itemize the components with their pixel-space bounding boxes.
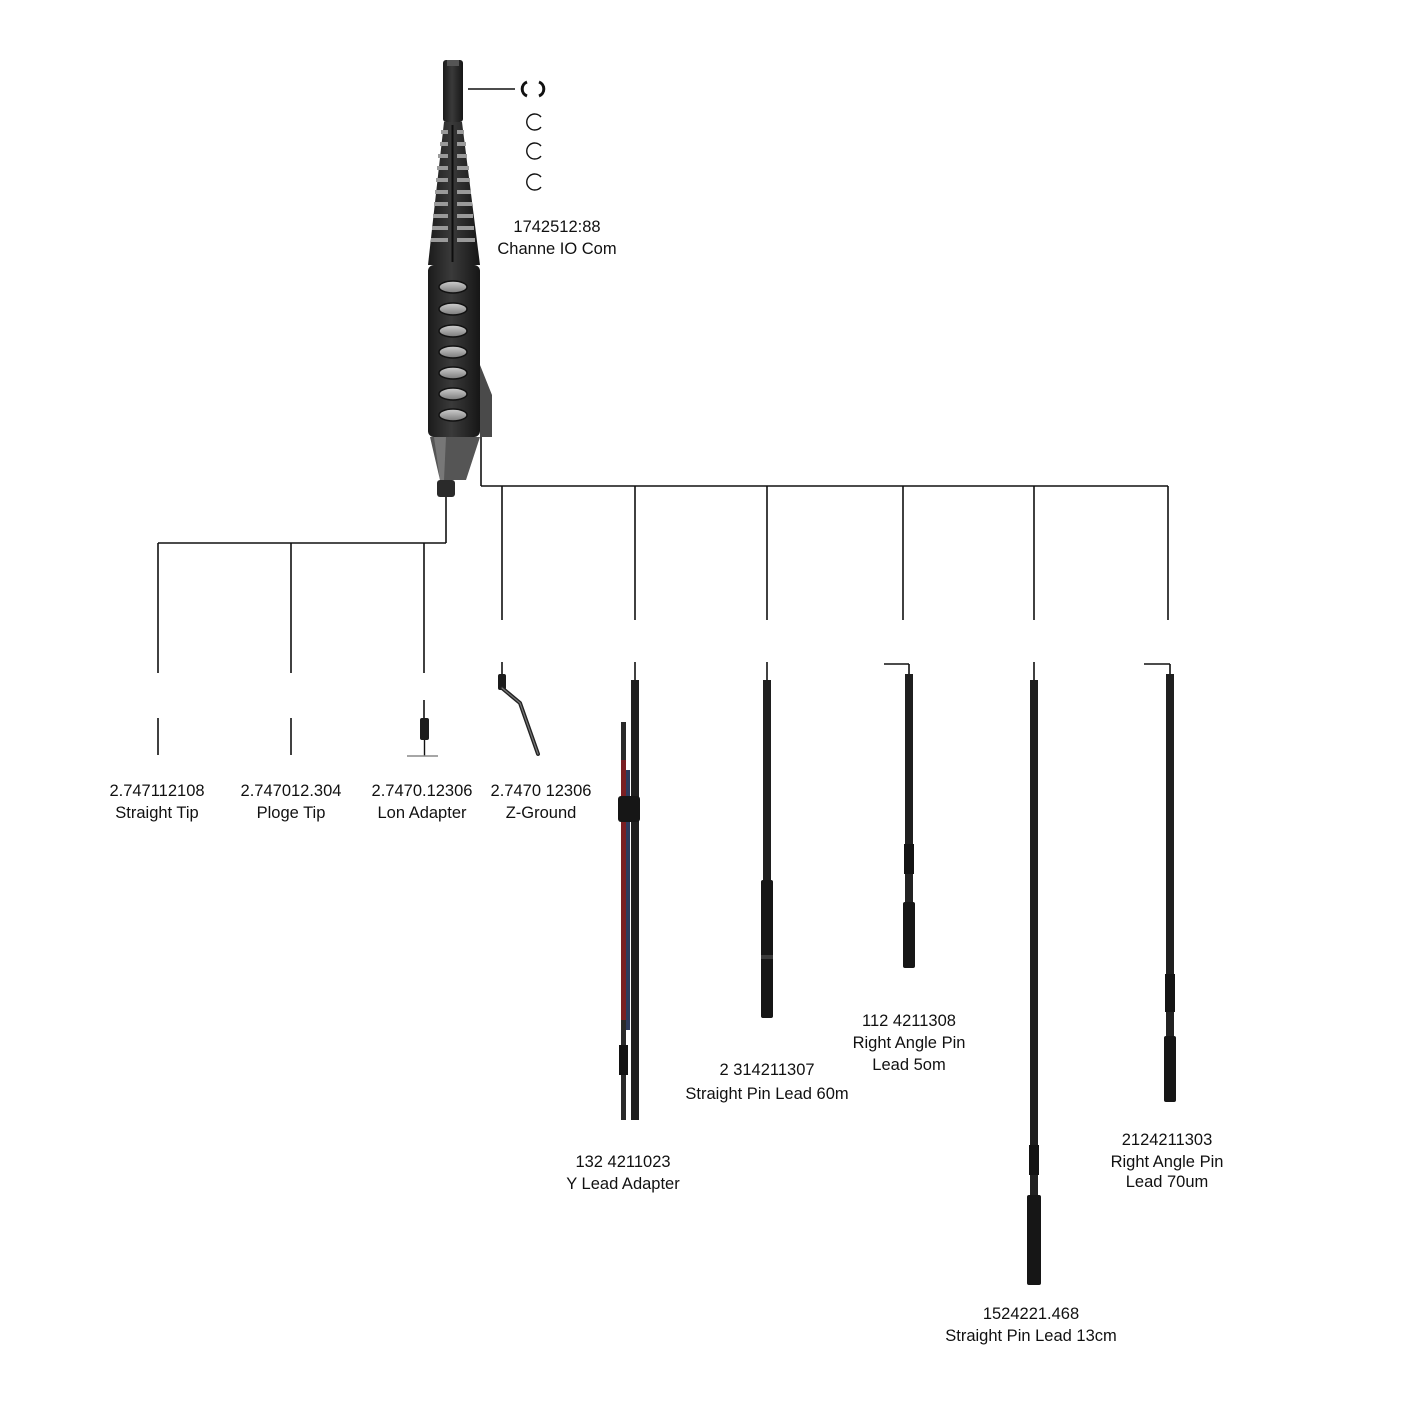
part-name-line2: Lead 5om bbox=[872, 1056, 946, 1074]
part-name-line1: Right Angle Pin bbox=[1110, 1153, 1224, 1171]
part-name: Straight Pin Lead 60m bbox=[685, 1085, 849, 1103]
lon-adapter-label: 2.7470.12306 Lon Adapter bbox=[372, 780, 473, 824]
tree-lines bbox=[157, 437, 1171, 755]
part-number: 112 4211308 bbox=[862, 1012, 956, 1030]
part-name: Lon Adapter bbox=[377, 804, 467, 822]
straight-tip-label: 2.747112108 Straight Tip bbox=[109, 780, 204, 824]
part-number: 2.7470 12306 bbox=[490, 782, 592, 800]
right-angle-pin-lead-70-illustration bbox=[1164, 674, 1176, 1102]
part-name-line1: Right Angle Pin bbox=[852, 1034, 966, 1052]
straight-pin-lead-60-illustration bbox=[761, 680, 773, 1018]
channel-indicator-option bbox=[526, 142, 542, 160]
part-name: Straight Pin Lead 13cm bbox=[945, 1327, 1117, 1345]
z-ground-label: 2.7470 12306 Z-Ground bbox=[491, 780, 592, 824]
part-name: Channe IO Com bbox=[497, 240, 617, 258]
part-name: Ploge Tip bbox=[256, 804, 326, 822]
grip-slots bbox=[438, 280, 468, 422]
channel-indicator-option bbox=[526, 113, 542, 131]
right-angle-pin-lead-70-label: 2124211303 Right Angle Pin Lead 70um bbox=[1111, 1129, 1224, 1193]
probe-ribs bbox=[431, 130, 475, 242]
part-number: 2124211303 bbox=[1121, 1131, 1213, 1149]
lon-adapter-illustration bbox=[407, 718, 438, 757]
probe-body bbox=[428, 60, 492, 497]
part-number: 2.747012.304 bbox=[240, 782, 342, 800]
part-number: 1524221.468 bbox=[982, 1305, 1080, 1323]
ploge-tip-label: 2.747012.304 Ploge Tip bbox=[241, 780, 342, 824]
probe-label: 1742512:88 Channe IO Com bbox=[497, 216, 616, 260]
channel-indicator bbox=[520, 80, 546, 191]
part-number: 2 314211307 bbox=[719, 1061, 815, 1079]
channel-indicator-option bbox=[526, 173, 542, 191]
part-name: Z-Ground bbox=[505, 804, 577, 822]
y-lead-adapter-illustration bbox=[618, 680, 640, 1120]
straight-pin-lead-60-label: 2 314211307 Straight Pin Lead 60m bbox=[685, 1059, 848, 1105]
straight-pin-lead-13-label: 1524221.468 Straight Pin Lead 13cm bbox=[945, 1303, 1117, 1347]
straight-pin-lead-13-illustration bbox=[1027, 680, 1041, 1285]
right-angle-pin-lead-5-label: 112 4211308 Right Angle Pin Lead 5om bbox=[853, 1010, 966, 1076]
right-angle-pin-lead-5-illustration bbox=[903, 674, 915, 968]
y-lead-adapter-label: 132 4211023 Y Lead Adapter bbox=[566, 1151, 679, 1195]
part-name: Straight Tip bbox=[115, 804, 199, 822]
part-name-line2: Lead 70um bbox=[1125, 1173, 1209, 1191]
part-number: 2.747112108 bbox=[109, 782, 205, 800]
z-ground-illustration bbox=[498, 674, 540, 756]
part-number: 2.7470.12306 bbox=[371, 782, 473, 800]
part-number: 132 4211023 bbox=[575, 1153, 671, 1171]
part-number: 1742512:88 bbox=[513, 218, 601, 236]
part-name: Y Lead Adapter bbox=[566, 1175, 680, 1193]
channel-indicator-selected bbox=[520, 80, 546, 98]
